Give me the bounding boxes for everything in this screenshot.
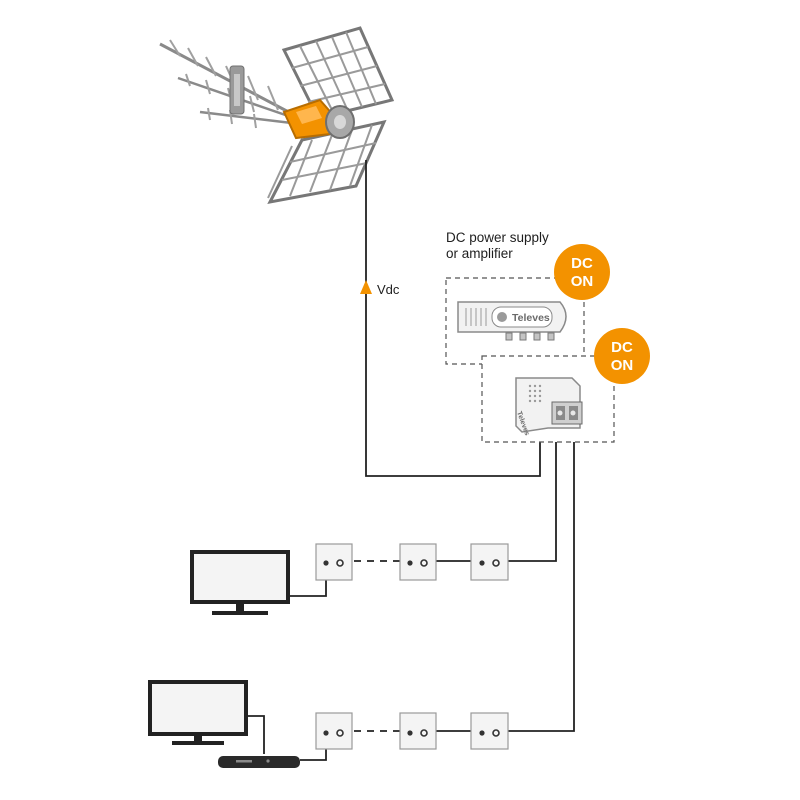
coaxial-cables [248, 160, 575, 761]
wall-outlet-icon [399, 543, 437, 581]
set-top-box-icon [218, 756, 300, 768]
power-supply-icon: Televes [515, 377, 583, 437]
up-arrow-icon [360, 280, 372, 294]
dc-on-badge-amplifier: DC ON [554, 244, 610, 300]
tv-antenna-icon [159, 26, 395, 205]
amplifier-brand: Televes [512, 312, 550, 324]
svg-text:DC: DC [611, 339, 633, 356]
wall-outlet-icon [470, 712, 509, 750]
svg-text:ON: ON [571, 273, 594, 290]
amplifier-icon: Televes [457, 301, 567, 341]
vdc-label: Vdc [377, 282, 400, 297]
svg-text:ON: ON [611, 357, 634, 374]
wall-outlet-icon [470, 543, 509, 581]
svg-text:DC: DC [571, 255, 593, 272]
power-block-title-line1: DC power supply [446, 230, 549, 245]
power-block-title-line2: or amplifier [446, 246, 513, 261]
television-icon [148, 680, 248, 745]
wall-outlet-icon [315, 543, 353, 581]
dc-on-badge-power-supply: DC ON [594, 328, 650, 384]
wall-outlet-icon [315, 712, 353, 750]
wall-outlet-icon [399, 712, 437, 750]
television-icon [190, 550, 290, 615]
